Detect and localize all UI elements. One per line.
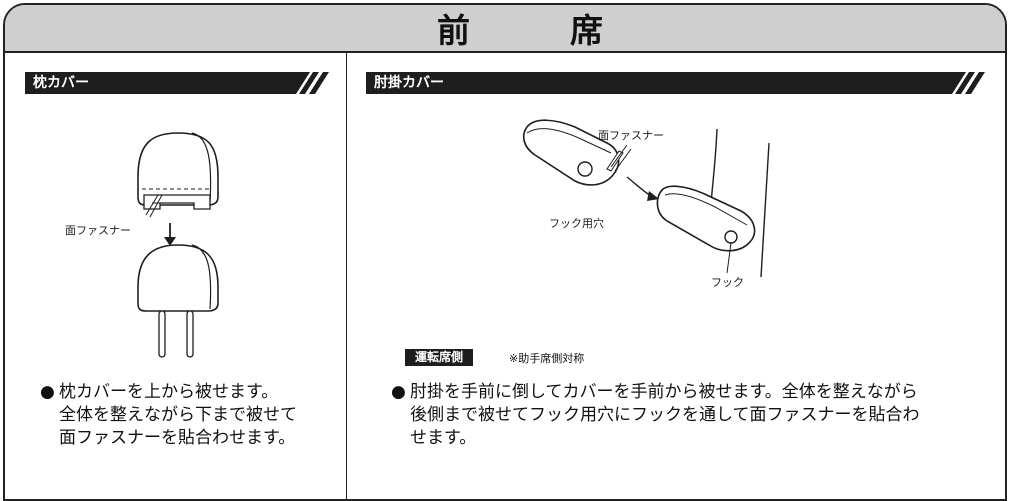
page-title: 前 席 [437,5,603,52]
armrest-fastener-label: 面ファスナー [598,129,664,142]
passenger-side-note: ※助手席側対称 [509,352,585,365]
section-header: 前 席 [5,5,1005,53]
title-char-2: 席 [570,11,603,50]
headrest-desc-line2: 全体を整えながら下まで被せて [59,405,297,425]
armrest-desc-line3: せます。 [410,428,477,448]
slash-decoration-right [955,72,985,94]
bullet: ● [40,382,55,402]
column-divider [346,53,347,499]
slash-decoration-left [299,72,329,94]
headrest-section-title: 枕カバー [33,75,89,91]
headrest-fastener-label: 面ファスナー [65,224,131,237]
bullet: ● [391,382,406,402]
headrest-desc-line1: 枕カバーを上から被せます。 [59,382,279,402]
armrest-section-bar: 肘掛カバー [366,72,966,94]
armrest-instructions: ●肘掛を手前に倒してカバーを手前から被せます。全体を整えながら 後側まで被せてフ… [391,381,920,450]
armrest-desc-line2: 後側まで被せてフック用穴にフックを通して面ファスナーを貼合わ [410,405,920,425]
armrest-cover-illustration [522,119,770,278]
title-char-1: 前 [437,11,470,50]
headrest-section-bar: 枕カバー [25,72,310,94]
hook-label: フック [711,276,744,289]
armrest-desc-line1: 肘掛を手前に倒してカバーを手前から被せます。全体を整えながら [410,382,918,402]
headrest-desc-line3: 面ファスナーを貼合わせます。 [59,428,296,448]
headrest-instructions: ●枕カバーを上から被せます。 全体を整えながら下まで被せて 面ファスナーを貼合わ… [40,381,297,450]
hook-hole-label: フック用穴 [549,217,604,230]
headrest-cover-illustration [137,132,219,358]
armrest-section-title: 肘掛カバー [374,75,444,91]
page-frame: 前 席 枕カバー 面ファスナー ●枕カバーを上から被せます。 全体を整えながら下… [3,3,1007,501]
driver-side-badge: 運転席側 [405,349,474,366]
